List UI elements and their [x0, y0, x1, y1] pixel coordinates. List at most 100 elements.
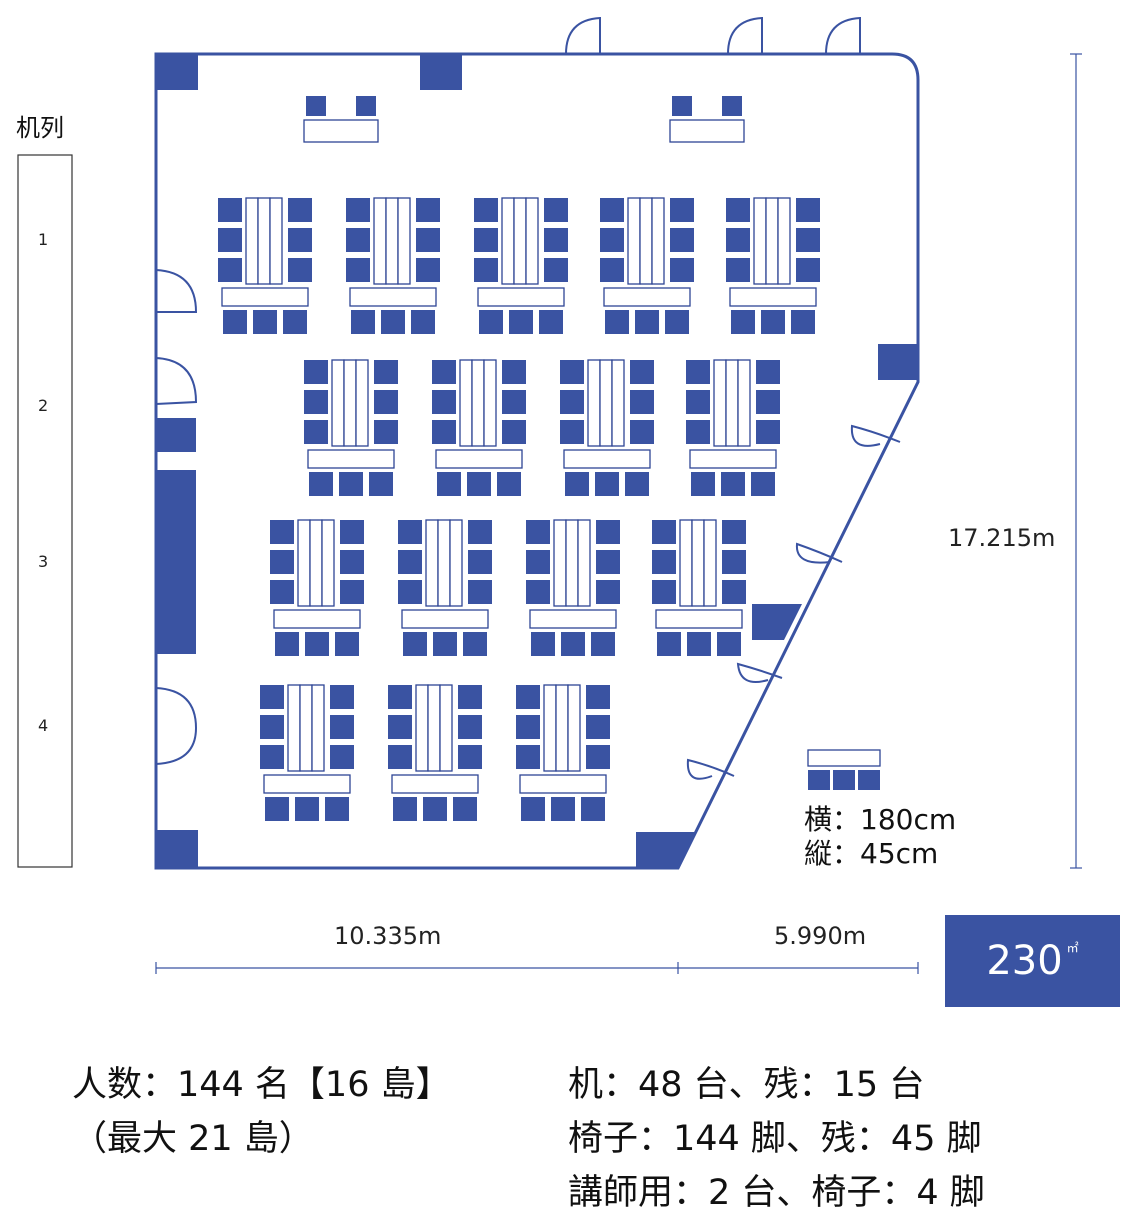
chair	[335, 632, 359, 656]
chair	[726, 198, 750, 222]
chair	[731, 310, 755, 334]
stats-line: 講師用：2 台、椅子：4 脚	[568, 1173, 985, 1213]
width-left-dimension: 10.335m	[334, 922, 442, 950]
row-label: 机列	[16, 114, 64, 142]
desk	[529, 609, 617, 629]
desk	[269, 197, 283, 285]
chair	[502, 420, 526, 444]
chair	[502, 390, 526, 414]
chair	[596, 520, 620, 544]
chair	[565, 472, 589, 496]
chair	[275, 632, 299, 656]
desk	[263, 774, 351, 794]
chair	[474, 198, 498, 222]
stats-line: （最大 21 島）	[72, 1119, 314, 1159]
room-wall	[154, 52, 920, 870]
chair	[531, 632, 555, 656]
door-top-3	[825, 16, 861, 55]
chair	[516, 715, 540, 739]
legend-depth: 縦：45cm	[804, 837, 939, 870]
chair	[591, 632, 615, 656]
chair	[722, 520, 746, 544]
desk	[311, 684, 325, 772]
desk	[435, 449, 523, 469]
desk	[391, 774, 479, 794]
desk	[307, 449, 395, 469]
desk	[415, 684, 429, 772]
desk	[373, 197, 387, 285]
chair	[560, 390, 584, 414]
chair	[325, 797, 349, 821]
chair	[416, 198, 440, 222]
desk	[737, 359, 751, 447]
chair	[463, 632, 487, 656]
chair	[630, 390, 654, 414]
stats-line: 人数：144 名【16 島】	[72, 1065, 451, 1105]
chair	[691, 472, 715, 496]
chair	[717, 632, 741, 656]
chair	[416, 228, 440, 252]
desk	[729, 287, 817, 307]
row-number: 4	[38, 716, 49, 735]
lecturer-chair	[306, 96, 326, 116]
desk	[603, 287, 691, 307]
chair	[721, 472, 745, 496]
pillar	[156, 830, 198, 868]
pillar	[636, 832, 696, 868]
chair	[596, 580, 620, 604]
legend-chair	[833, 770, 855, 790]
chair	[432, 360, 456, 384]
chair	[474, 258, 498, 282]
desk	[483, 359, 497, 447]
desk	[299, 684, 313, 772]
desk	[331, 359, 345, 447]
area-value: 230	[986, 938, 1063, 984]
chair	[388, 715, 412, 739]
chair	[265, 797, 289, 821]
desk	[577, 519, 591, 607]
door-left-2	[155, 357, 198, 405]
chair	[468, 520, 492, 544]
desk	[599, 359, 613, 447]
chair	[346, 258, 370, 282]
row-number: 1	[38, 230, 49, 249]
chair	[791, 310, 815, 334]
chair	[521, 797, 545, 821]
chair	[467, 472, 491, 496]
chair	[340, 580, 364, 604]
desk	[385, 197, 399, 285]
desk	[567, 684, 581, 772]
chair	[260, 685, 284, 709]
chair	[586, 745, 610, 769]
row-column-box	[17, 154, 73, 868]
chair	[526, 580, 550, 604]
chair	[270, 580, 294, 604]
desk	[525, 197, 539, 285]
chair	[751, 472, 775, 496]
pillar	[752, 604, 802, 640]
lecturer-chair	[672, 96, 692, 116]
desk	[425, 519, 439, 607]
chair	[581, 797, 605, 821]
chair	[304, 360, 328, 384]
chair	[526, 550, 550, 574]
chair	[544, 258, 568, 282]
chair	[260, 715, 284, 739]
chair	[726, 228, 750, 252]
desk	[587, 359, 601, 447]
desk	[477, 287, 565, 307]
legend-chair	[858, 770, 880, 790]
chair	[351, 310, 375, 334]
desk	[651, 197, 665, 285]
chair	[516, 745, 540, 769]
chair	[468, 550, 492, 574]
chair	[374, 390, 398, 414]
chair	[270, 520, 294, 544]
desk	[543, 684, 557, 772]
pillars	[156, 54, 918, 868]
chair	[432, 390, 456, 414]
chair	[686, 420, 710, 444]
chair	[369, 472, 393, 496]
chair	[756, 390, 780, 414]
desk	[501, 197, 515, 285]
